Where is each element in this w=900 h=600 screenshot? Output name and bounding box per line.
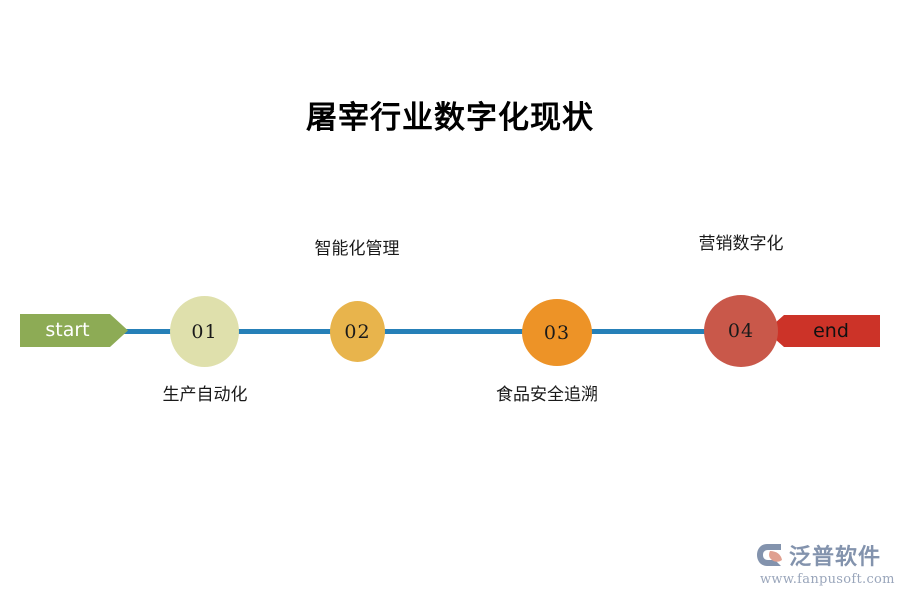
connector-02-to-03	[382, 329, 530, 334]
node-number-04: 04	[727, 320, 755, 342]
timeline-node-03[interactable]: 03	[522, 299, 592, 366]
node-caption-03: 食品安全追溯	[496, 385, 598, 404]
timeline-node-02[interactable]: 02	[330, 301, 385, 362]
watermark-brand-row: 泛普软件	[757, 538, 893, 571]
watermark-url: www.fanpusoft.com	[760, 572, 895, 587]
fanpu-logo-icon	[757, 543, 782, 566]
connector-03-to-04	[586, 329, 714, 334]
node-number-01: 01	[191, 320, 218, 343]
page-title: 屠宰行业数字化现状	[306, 100, 594, 135]
watermark: 泛普软件 www.fanpusoft.com	[757, 538, 895, 592]
timeline-node-04[interactable]: 04	[704, 295, 778, 367]
end-label: end	[813, 320, 849, 342]
end-banner[interactable]	[766, 315, 880, 347]
start-label: start	[45, 319, 90, 341]
node-caption-02: 智能化管理	[314, 239, 400, 258]
start-banner-shape	[20, 314, 128, 347]
watermark-brand-name: 泛普软件	[789, 543, 882, 569]
connector-start-to-01	[124, 329, 180, 334]
end-banner-shape	[766, 315, 880, 347]
node-number-03: 03	[543, 321, 571, 344]
timeline-node-01[interactable]: 01	[170, 296, 239, 367]
connector-01-to-02	[228, 329, 338, 334]
node-caption-01: 生产自动化	[162, 385, 248, 404]
node-caption-04: 营销数字化	[698, 234, 784, 253]
node-number-02: 02	[344, 320, 371, 343]
start-banner[interactable]	[20, 314, 128, 347]
